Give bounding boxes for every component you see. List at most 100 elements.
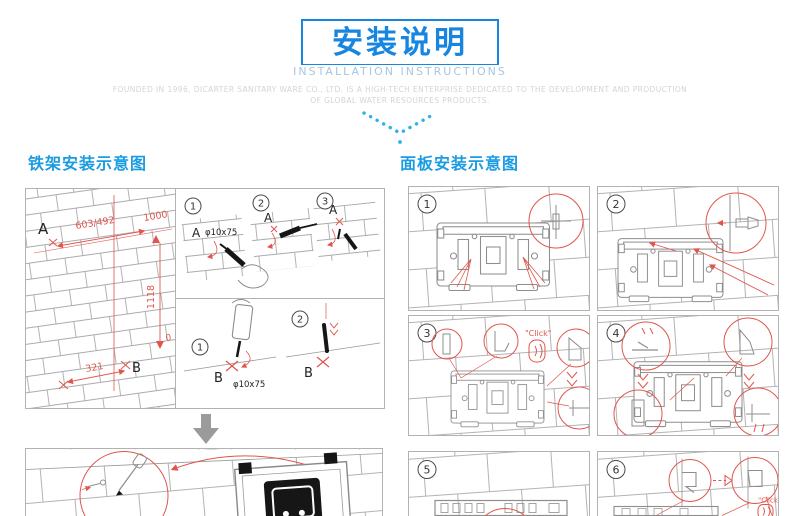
- rotate-arrow: [713, 474, 733, 487]
- point-label-b: B: [214, 371, 223, 386]
- svg-text:4: 4: [613, 327, 620, 340]
- screw-icon: [337, 228, 341, 240]
- panel-install-step-4: 4: [597, 315, 779, 436]
- magnifier-circle: [705, 192, 767, 254]
- header-subtitle-row: INSTALLATION INSTRUCTIONS: [0, 60, 800, 79]
- down-arrow-icon: [193, 414, 219, 444]
- wall-drilling-steps: 1 2 3 A φ10x75 A: [175, 188, 385, 299]
- mark-b: [225, 360, 239, 372]
- step-badge: 4: [606, 323, 626, 343]
- svg-text:6: 6: [613, 463, 620, 476]
- svg-text:2: 2: [297, 315, 303, 326]
- step-badge-1: 1: [184, 197, 202, 215]
- screwdriver-icon: [343, 232, 358, 251]
- step-badge-1: 1: [191, 338, 209, 356]
- svg-text:A: A: [329, 203, 338, 217]
- section-title-frame-install: 铁架安装示意图: [28, 154, 148, 173]
- screw-cross-detail: [541, 205, 571, 239]
- magnifier-circle: [79, 451, 169, 516]
- scene-drill-hole: A φ10x75: [192, 226, 269, 289]
- screwdriver-detail: [81, 453, 147, 496]
- step-badge: 1: [417, 194, 437, 214]
- dimension-1000: 1000: [143, 209, 169, 243]
- svg-text:3: 3: [322, 197, 328, 208]
- section-title-panel-install: 面板安装示意图: [400, 154, 520, 173]
- anchor-icon: [322, 323, 329, 353]
- panel-install-step-1: 1: [408, 186, 590, 311]
- step-badge: 5: [417, 460, 437, 479]
- hammer-icon: [279, 225, 301, 239]
- cistern-valve: [263, 477, 323, 516]
- step-badge-3: 3: [316, 192, 334, 210]
- drill-spec-label: φ10x75: [233, 380, 265, 390]
- point-label-a: A: [192, 226, 201, 240]
- header-title-box: 安装说明: [301, 19, 499, 66]
- mounting-plate: [617, 238, 724, 303]
- step-badge-2: 2: [252, 194, 270, 212]
- mounting-plate: [633, 361, 743, 428]
- svg-text:1: 1: [424, 198, 431, 211]
- magnifier-circles: [613, 317, 778, 435]
- scene-floor-drill: B φ10x75: [183, 299, 277, 390]
- scene-screw: A: [326, 203, 358, 251]
- final-assembly-view: [25, 448, 383, 516]
- screw-direction-lines: [648, 241, 775, 296]
- motion-arrows: [637, 357, 765, 433]
- panel-install-step-5: 5: [408, 451, 590, 516]
- scene-hammer-anchor: A: [264, 211, 318, 250]
- drill-icon: [231, 303, 254, 341]
- floor-drilling-steps: 1 2 B φ10x75 B: [175, 298, 385, 409]
- scene-floor-anchor: B: [285, 303, 381, 381]
- drill-icon: [224, 247, 246, 267]
- point-label-a: A: [38, 220, 49, 238]
- drill-bit-icon: [235, 340, 242, 358]
- company-description-line1: FOUNDED IN 1996, DICARTER SANITARY WARE …: [112, 85, 688, 94]
- dim-label-height: 1118: [146, 285, 157, 309]
- svg-text:2: 2: [613, 198, 620, 211]
- brick-wall: [26, 449, 382, 516]
- connector-lines: [655, 496, 773, 516]
- screw-direction-lines: [450, 256, 546, 291]
- dim-label-1000: 1000: [143, 209, 169, 224]
- click-label: "Click": [758, 497, 778, 505]
- dim-label-zero: 0: [165, 333, 172, 344]
- step-badge: 6: [606, 460, 626, 479]
- bolt-detail: [716, 195, 759, 251]
- svg-text:5: 5: [424, 463, 431, 476]
- panel-install-step-2: 2: [597, 186, 779, 311]
- wall-dimension-diagram: 603/492 A 1000 1118 0 321 B: [25, 188, 176, 409]
- mark-a: [48, 238, 58, 247]
- page-subtitle: INSTALLATION INSTRUCTIONS: [285, 65, 515, 78]
- mark-b: [120, 360, 131, 370]
- svg-text:1: 1: [190, 202, 196, 213]
- panel-install-step-3: 3 "Click": [408, 315, 590, 436]
- dimension-bottom: 321: [58, 360, 131, 390]
- page-title: 安装说明: [332, 25, 468, 61]
- svg-text:B: B: [304, 366, 313, 381]
- brick-patch: [181, 214, 248, 282]
- cistern-frame: [233, 452, 352, 516]
- connector-lines: [448, 355, 578, 407]
- svg-text:3: 3: [424, 327, 431, 340]
- click-sound-badge: [528, 339, 546, 363]
- svg-text:A: A: [264, 211, 273, 225]
- svg-text:1: 1: [197, 343, 203, 354]
- mounting-plate: [436, 222, 551, 292]
- chevron-down-icon: [362, 111, 438, 144]
- drill-spec-label: φ10x75: [205, 228, 237, 238]
- point-label-b: B: [132, 361, 141, 376]
- company-description-line2: OF GLOBAL WATER RESOURCES PRODUCTS.: [310, 96, 490, 105]
- brick-wall: [26, 189, 175, 408]
- magnifier-circles: [431, 323, 589, 430]
- magnifier-circle: [484, 508, 526, 516]
- dimension-height: 1118 0: [146, 243, 172, 349]
- dim-label-bottom: 321: [85, 361, 105, 375]
- step-badge: 3: [417, 323, 437, 343]
- click-label: "Click": [525, 329, 551, 338]
- panel-install-step-6: 6 "Click": [597, 451, 779, 516]
- hand-icon: [231, 299, 251, 304]
- mounting-plate: [450, 370, 545, 428]
- magnifier-circle: [528, 193, 584, 249]
- svg-text:2: 2: [258, 199, 264, 210]
